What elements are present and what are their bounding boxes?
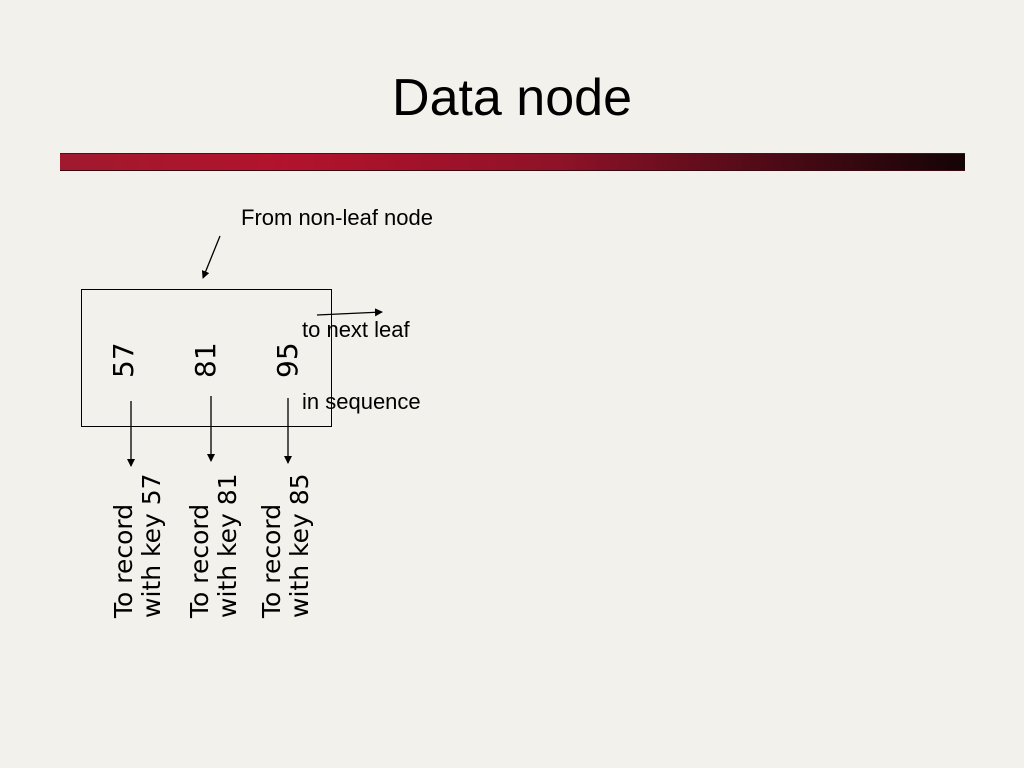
title-underline-bar (60, 153, 965, 171)
next-leaf-arrow (316, 308, 383, 317)
slide-title: Data node (392, 69, 632, 127)
data-node-box (81, 289, 332, 427)
from-non-leaf-arrow (201, 235, 221, 279)
in-sequence-label: in sequence (302, 389, 421, 414)
from-non-leaf-label: From non-leaf node (241, 205, 433, 230)
next-leaf-label: to next leaf (302, 317, 410, 342)
